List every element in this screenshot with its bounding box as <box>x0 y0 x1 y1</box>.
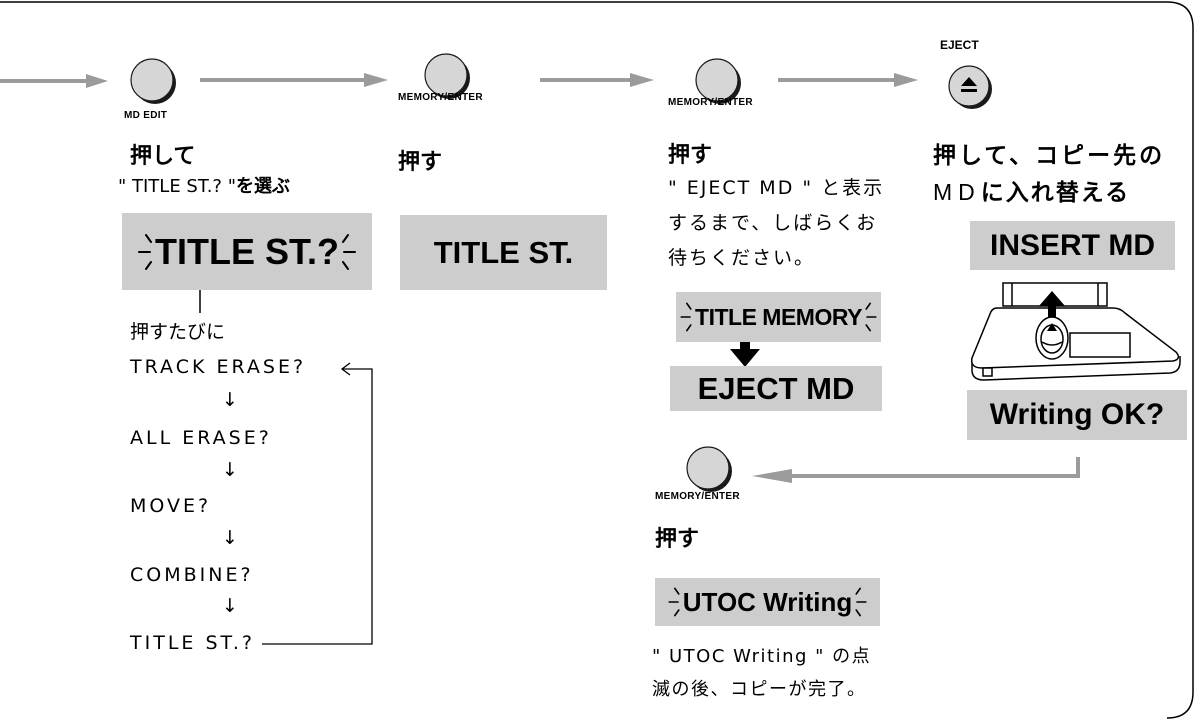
blink-indicator-left-icon <box>138 233 152 270</box>
memory-enter-button-icon <box>695 58 741 104</box>
memory-enter-button-label: MEMORY/ENTER <box>398 92 483 103</box>
blink-indicator-right-icon <box>342 233 356 270</box>
md-edit-button-icon <box>130 58 176 104</box>
step4-action-line2: MDに入れ替える <box>933 181 1130 205</box>
step4-action-line2-prefix: MD <box>933 179 981 205</box>
step5-display: UTOC Writing <box>655 578 880 626</box>
step1-action-text: 押して <box>130 144 196 169</box>
step4-insert-display: INSERT MD <box>970 221 1175 270</box>
cycle-item: COMBINE? <box>130 564 254 586</box>
down-arrow-icon <box>730 333 760 367</box>
step3-blinking-display-text: TITLE MEMORY <box>695 303 862 330</box>
cycle-item: MOVE? <box>130 495 212 517</box>
cycle-down-arrow-icon: ↓ <box>222 595 238 617</box>
flow-arrow-4 <box>778 73 918 87</box>
step1-instruction: " TITLE ST.? "を選ぶ <box>118 178 290 196</box>
cycle-down-arrow-icon: ↓ <box>222 527 238 549</box>
step5-note-line: 滅の後、コピーが完了。 <box>652 679 867 700</box>
memory-enter-button-label: MEMORY/ENTER <box>655 491 740 502</box>
memory-enter-button-label: MEMORY/ENTER <box>668 97 753 108</box>
step3-blinking-display: TITLE MEMORY <box>676 292 881 342</box>
step1-instruction-suffix: を選ぶ <box>235 176 290 197</box>
step4-insert-display-text: INSERT MD <box>990 228 1155 262</box>
step4-action-line2-suffix: に入れ替える <box>980 180 1131 206</box>
flow-arrow-2 <box>200 73 388 87</box>
cycle-item: TRACK ERASE? <box>130 356 307 378</box>
step4-action-line1: 押して、コピー先の <box>933 143 1166 169</box>
cycle-down-arrow-icon: ↓ <box>222 459 238 481</box>
step3-action-text: 押す <box>668 143 713 168</box>
md-edit-button-label: MD EDIT <box>124 110 168 121</box>
step3-next-display: EJECT MD <box>670 366 882 411</box>
cycle-item: ALL ERASE? <box>130 427 272 449</box>
step1-instruction-quote: " TITLE ST.? " <box>118 176 236 197</box>
eject-button-label: EJECT <box>940 38 979 52</box>
eject-icon <box>948 65 992 109</box>
step2-display-text: TITLE ST. <box>433 235 574 270</box>
cycle-down-arrow-icon: ↓ <box>222 389 238 411</box>
cycle-item: TITLE ST.? <box>130 632 255 654</box>
step4-confirm-display: Writing OK? <box>967 390 1187 440</box>
step5-action-text: 押す <box>655 527 700 552</box>
blink-indicator-right-icon <box>865 302 877 332</box>
memory-enter-button-icon <box>686 446 732 492</box>
step3-note-line: 待ちください。 <box>668 247 816 269</box>
return-arrow <box>752 457 1080 483</box>
blink-indicator-left-icon <box>680 302 692 332</box>
md-cartridge-insert-icon <box>970 282 1181 381</box>
blink-indicator-right-icon <box>855 587 867 617</box>
step3-note-line: するまで、しばらくお <box>668 212 878 234</box>
step1-display-text: TITLE ST.? <box>155 230 339 272</box>
step5-note-line: " UTOC Writing " の点 <box>652 646 872 667</box>
cycle-loop-arrow <box>262 362 373 645</box>
cycle-intro: 押すたびに <box>130 321 226 343</box>
flow-arrow-1 <box>0 74 108 88</box>
flow-arrow-3 <box>540 73 654 87</box>
step5-display-text: UTOC Writing <box>682 587 853 617</box>
blink-indicator-left-icon <box>668 587 680 617</box>
step3-next-display-text: EJECT MD <box>697 371 855 406</box>
step2-display: TITLE ST. <box>400 215 607 290</box>
memory-enter-button-icon <box>424 53 470 99</box>
step2-action-text: 押す <box>398 150 443 175</box>
step3-note-line: " EJECT MD " と表示 <box>668 177 885 199</box>
step4-confirm-display-text: Writing OK? <box>989 398 1165 431</box>
step1-display: TITLE ST.? <box>122 213 372 290</box>
